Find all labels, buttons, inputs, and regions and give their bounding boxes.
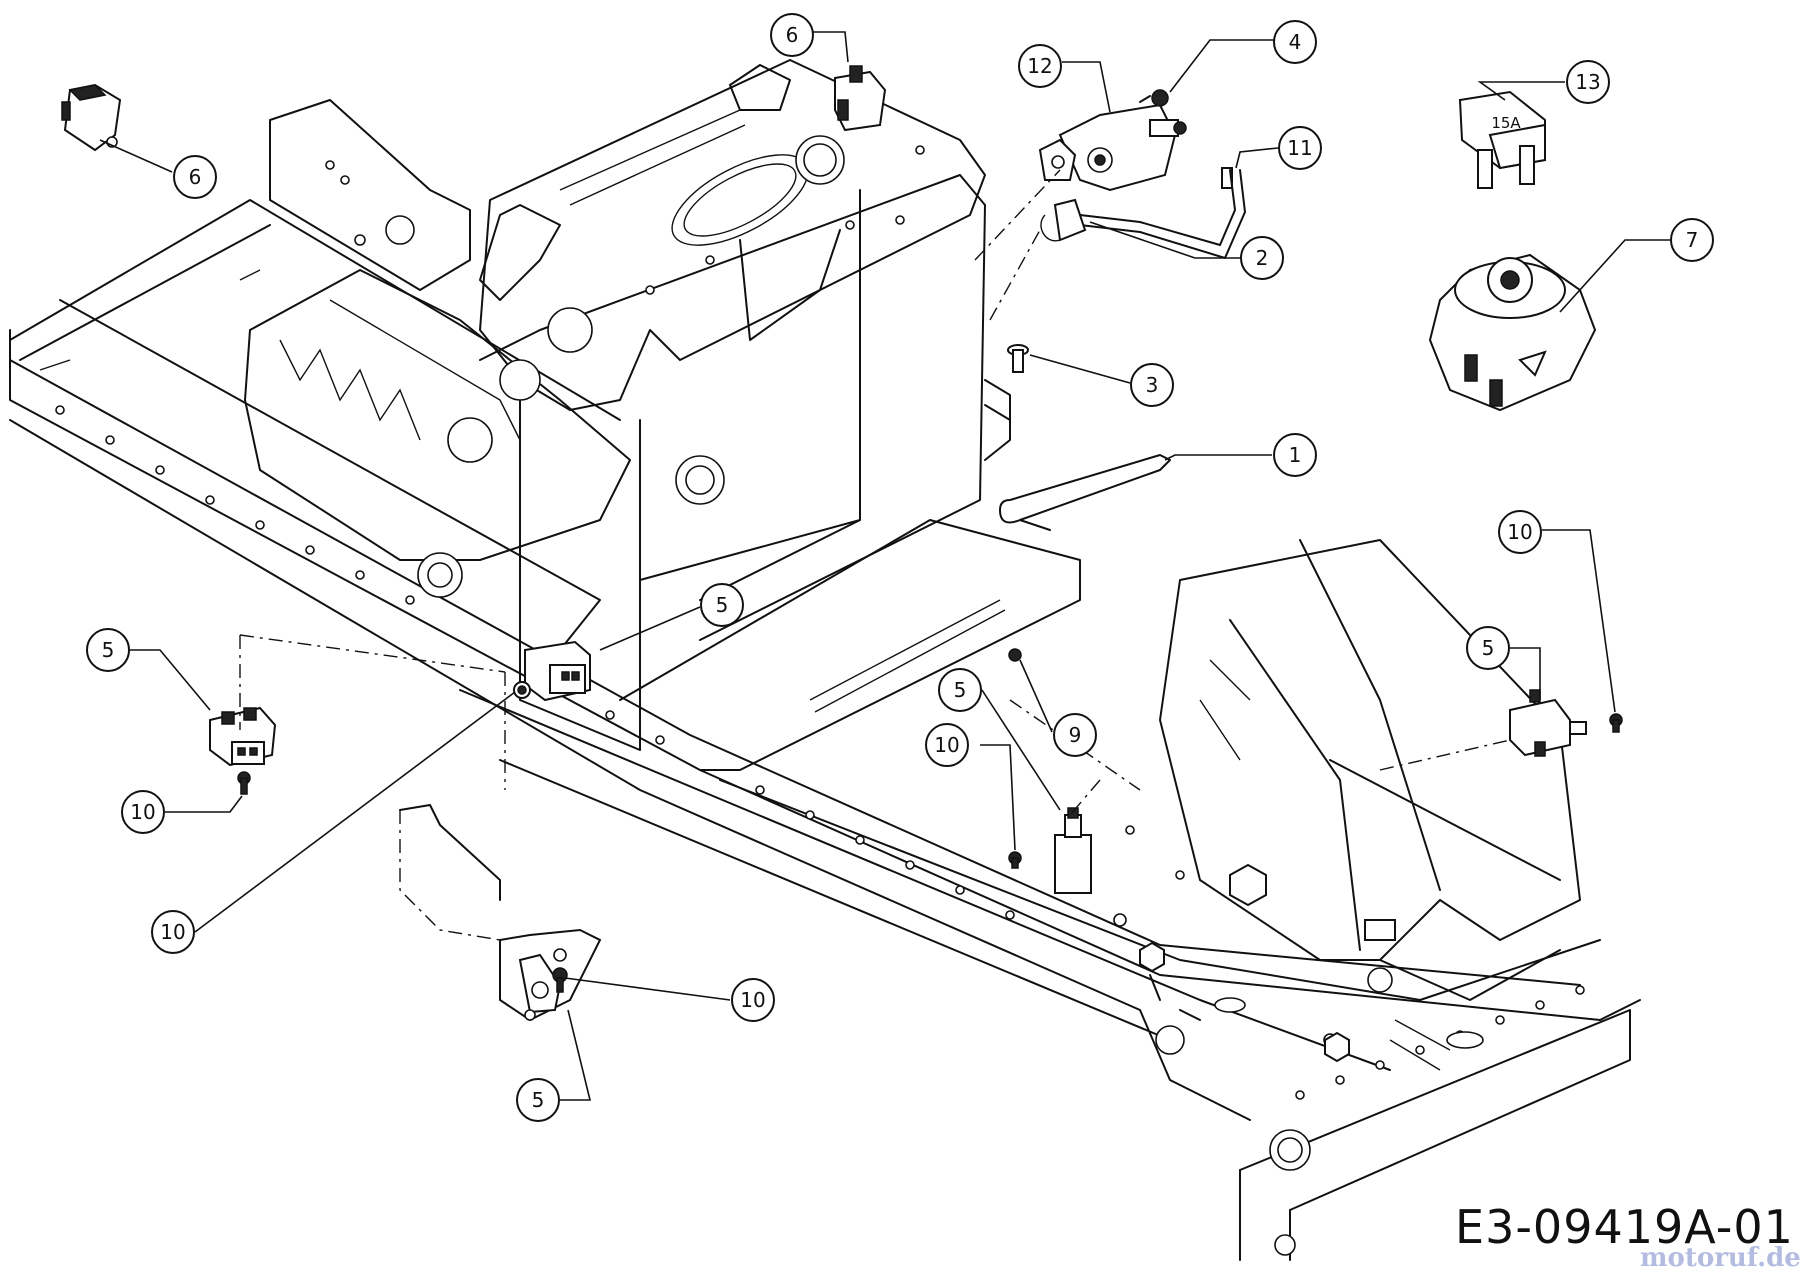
svg-text:7: 7 — [1686, 228, 1699, 252]
callout-10-center: 10 — [925, 723, 969, 767]
svg-text:10: 10 — [740, 988, 765, 1012]
cable-part-2 — [1040, 169, 1246, 259]
callout-10-frame: 10 — [151, 910, 195, 954]
callout-5-bottom: 5 — [516, 1078, 560, 1122]
svg-text:10: 10 — [934, 733, 959, 757]
svg-text:4: 4 — [1289, 30, 1302, 54]
callout-5-left: 5 — [86, 628, 130, 672]
fuse-part-13: 15A — [1458, 90, 1546, 189]
svg-text:10: 10 — [130, 800, 155, 824]
svg-text:5: 5 — [716, 593, 729, 617]
callout-1: 1 — [1273, 433, 1317, 477]
screw-part-10-left — [237, 771, 251, 795]
switch-part-6-pedestal — [834, 65, 887, 132]
svg-text:2: 2 — [1256, 246, 1269, 270]
svg-text:11: 11 — [1287, 136, 1312, 160]
callout-6-left: 6 — [173, 155, 217, 199]
switch-part-6-left — [61, 83, 122, 152]
callout-9: 9 — [1053, 713, 1097, 757]
callout-10-spare: 10 — [1507, 520, 1532, 544]
solenoid-part-12 — [1038, 103, 1187, 192]
callout-2: 2 — [1240, 236, 1284, 280]
callout-3: 3 — [1130, 363, 1174, 407]
callout-12: 12 — [1018, 44, 1062, 88]
callout-6-pedestal: 6 — [770, 13, 814, 57]
svg-text:9: 9 — [1069, 723, 1082, 747]
assembly-center-lines — [239, 169, 1511, 816]
nut-part-9 — [1008, 648, 1022, 662]
callout-10-right: 10 — [1498, 510, 1542, 554]
screw-part-10-right — [1609, 713, 1623, 733]
callout-5-frame: 5 — [700, 583, 744, 627]
switch-part-5-left — [209, 706, 277, 767]
leader-lines — [99, 31, 1670, 1101]
watermark-logo: motoruf.de — [1640, 1243, 1800, 1273]
diagram-code-label: E3-09419A-01 — [1455, 1200, 1794, 1254]
fuse-rating: 15A — [1491, 114, 1521, 132]
callout-10-left: 10 — [121, 790, 165, 834]
switch-part-5-frame — [513, 640, 591, 702]
screw-part-10-center — [1008, 851, 1022, 869]
callout-10-bracket: 10 — [731, 978, 775, 1022]
svg-text:1: 1 — [1289, 443, 1302, 467]
callout-11: 11 — [1278, 126, 1322, 170]
svg-text:6: 6 — [786, 23, 799, 47]
svg-text:13: 13 — [1575, 70, 1600, 94]
rivet-part-3 — [1007, 344, 1029, 373]
svg-text:5: 5 — [532, 1088, 545, 1112]
callout-13: 13 — [1566, 60, 1610, 104]
callout-7: 7 — [1670, 218, 1714, 262]
svg-text:3: 3 — [1146, 373, 1159, 397]
ignition-switch-part-7 — [1428, 253, 1597, 412]
handle-part-1 — [999, 454, 1171, 531]
svg-text:5: 5 — [102, 638, 115, 662]
callout-5-center: 5 — [938, 668, 982, 712]
parts: 15A — [61, 65, 1623, 1022]
bolt-part-4 — [1139, 89, 1169, 107]
svg-text:5: 5 — [1482, 636, 1495, 660]
switch-part-5-right — [1509, 689, 1587, 757]
svg-text:6: 6 — [189, 165, 202, 189]
callout-4: 4 — [1273, 20, 1317, 64]
bracket-part-5-bottom — [399, 804, 602, 1022]
screw-part-10-frame — [517, 685, 527, 695]
switch-part-5-center — [1054, 807, 1092, 894]
svg-text:10: 10 — [160, 920, 185, 944]
callout-5-right: 5 — [1466, 626, 1510, 670]
svg-text:12: 12 — [1027, 54, 1052, 78]
svg-text:10: 10 — [1507, 520, 1532, 544]
tractor-frame-drawing — [9, 59, 1641, 1261]
svg-text:5: 5 — [954, 678, 967, 702]
screw-part-10-bracket — [552, 967, 568, 993]
callout-bubbles: 6 6 12 4 13 11 2 7 — [86, 13, 1714, 1122]
